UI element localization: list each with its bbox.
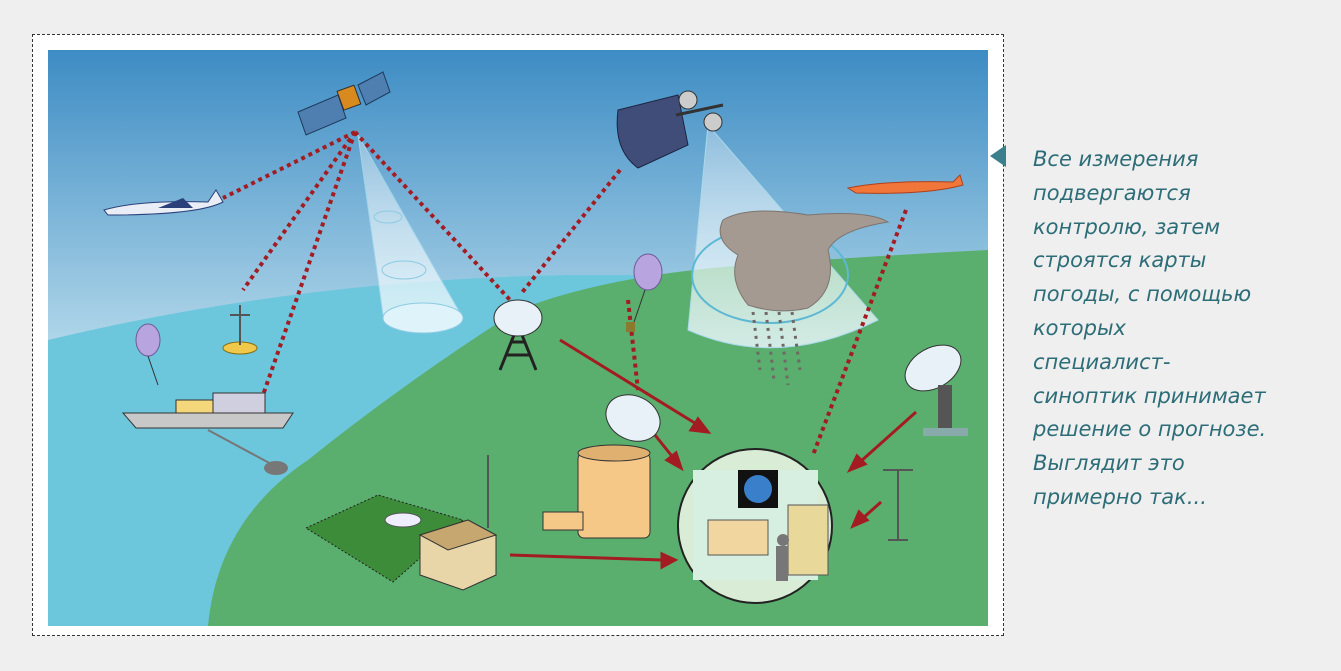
radar-station-icon (542, 394, 661, 539)
caption-line: которых (1033, 315, 1126, 340)
caption-line: специалист- (1033, 349, 1171, 374)
geostationary-satellite-icon (616, 90, 724, 169)
caption-line: синоптик принимает (1033, 383, 1266, 408)
radar-tower-icon (493, 299, 543, 371)
weather-balloon-icon (135, 323, 161, 386)
caption-text: Все измерения подвергаются контролю, зат… (1033, 143, 1333, 515)
caption-pointer-icon (990, 145, 1006, 167)
caption-line: строятся карты (1033, 248, 1207, 273)
buoy-icon (222, 305, 258, 355)
cone-ring (373, 210, 403, 224)
caption-line: подвергаются (1033, 180, 1191, 205)
caption-line: Все измерения (1033, 147, 1199, 171)
weather-balloon-icon (626, 253, 663, 332)
satellite-dish-icon (904, 344, 968, 436)
caption-line: примерно так... (1033, 484, 1207, 509)
communication-links (222, 130, 908, 456)
caption-line: Выглядит это (1033, 451, 1185, 476)
satellite-icon (297, 71, 391, 136)
caption-line: контролю, затем (1033, 214, 1221, 239)
weather-station-icon (304, 455, 498, 591)
data-flow-arrows (509, 338, 917, 570)
storm-cloud (719, 210, 890, 386)
cone-ring (381, 260, 427, 280)
caption-line: решение о прогнозе. (1033, 417, 1267, 442)
weather-observation-illustration (48, 50, 988, 626)
forecast-office-icon (677, 448, 833, 604)
cone-ring (382, 302, 464, 334)
airplane-icon (103, 189, 224, 216)
ship-icon (121, 392, 294, 475)
weather-mast-icon (883, 469, 913, 541)
airplane-icon (846, 174, 964, 194)
caption-line: погоды, с помощью (1033, 282, 1252, 307)
